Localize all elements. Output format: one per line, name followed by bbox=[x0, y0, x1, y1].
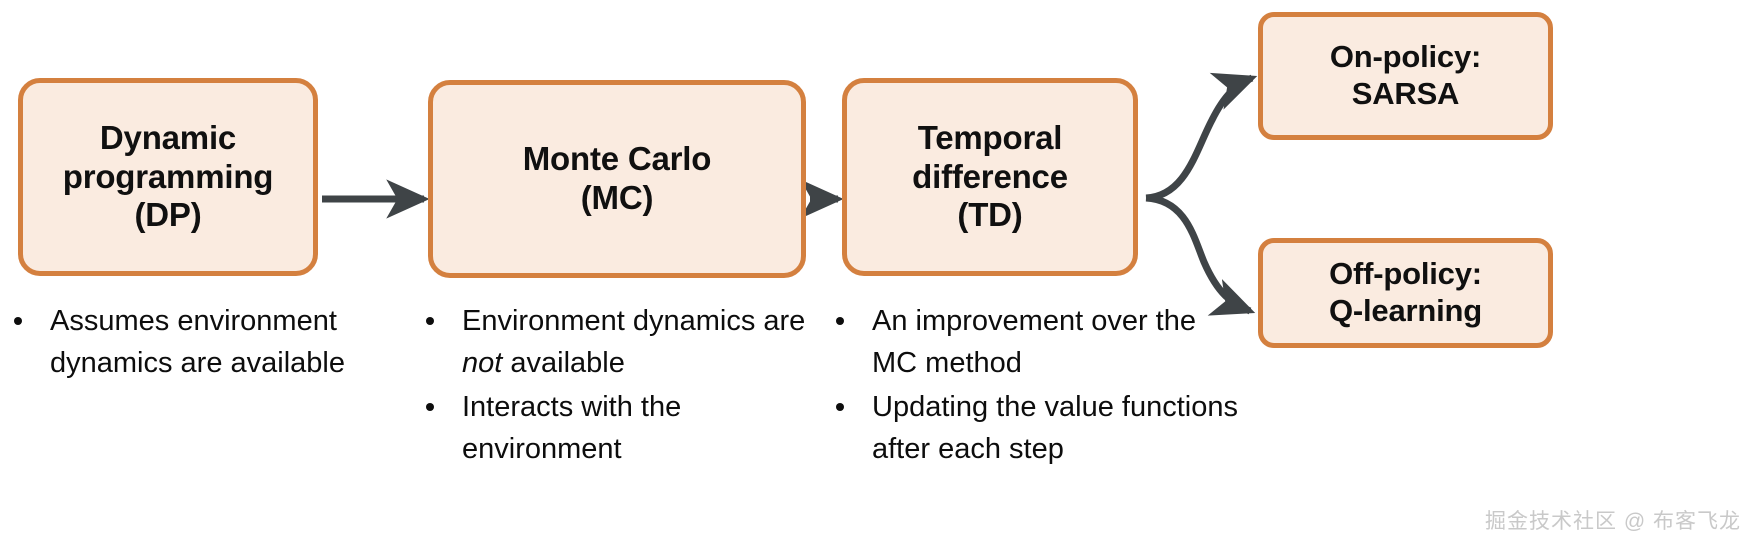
bullet-dot-icon bbox=[14, 316, 22, 325]
bullet-fragment: An improvement over the MC method bbox=[872, 305, 1196, 380]
bullet-item: Updating the value functions after each … bbox=[828, 386, 1248, 470]
bullet-dot-icon bbox=[426, 316, 434, 325]
bullet-list-dynamic-programming: Assumes environment dynamics are availab… bbox=[6, 300, 406, 386]
node-on-line1: On-policy: bbox=[1329, 39, 1482, 75]
bullet-dot-icon bbox=[836, 316, 844, 325]
bullet-dot-icon bbox=[836, 402, 844, 411]
node-on-label: On-policy:SARSA bbox=[1324, 39, 1487, 112]
bullet-fragment: Assumes environment dynamics are availab… bbox=[50, 305, 345, 380]
bullet-fragment: Environment dynamics are bbox=[462, 305, 806, 337]
bullet-item: Interacts with the environment bbox=[418, 386, 818, 470]
node-td-line2: difference bbox=[912, 157, 1068, 195]
node-td-line1: Temporal bbox=[917, 118, 1063, 156]
node-td-line3: (TD) bbox=[957, 196, 1023, 234]
node-dp-line1: Dynamic bbox=[99, 118, 237, 156]
node-on-policy-sarsa[interactable]: On-policy:SARSA bbox=[1258, 12, 1553, 140]
node-off-policy-q-learning[interactable]: Off-policy:Q-learning bbox=[1258, 238, 1553, 348]
bullet-text: Environment dynamics are not available bbox=[462, 305, 805, 379]
bullet-text: Interacts with the environment bbox=[462, 391, 681, 465]
bullet-emphasis: not bbox=[462, 347, 503, 380]
arrow-td-to-on bbox=[1145, 72, 1258, 202]
node-monte-carlo[interactable]: Monte Carlo(MC) bbox=[428, 80, 806, 278]
bullet-fragment: Interacts with the environment bbox=[462, 391, 682, 466]
node-off-line2: Q-learning bbox=[1328, 293, 1482, 328]
node-dp-line3: (DP) bbox=[134, 196, 202, 234]
bullet-item: Assumes environment dynamics are availab… bbox=[6, 300, 406, 384]
watermark: 掘金技术社区 @ 布客飞龙 bbox=[1485, 510, 1741, 533]
bullet-text: Assumes environment dynamics are availab… bbox=[50, 305, 345, 379]
node-mc-line2: (MC) bbox=[580, 179, 654, 216]
node-mc-line1: Monte Carlo bbox=[522, 140, 712, 178]
bullet-fragment: Updating the value functions after each … bbox=[872, 391, 1238, 466]
bullet-text: An improvement over the MC method bbox=[872, 305, 1196, 379]
node-mc-label: Monte Carlo(MC) bbox=[517, 140, 717, 218]
node-off-label: Off-policy:Q-learning bbox=[1323, 256, 1488, 329]
bullet-fragment: available bbox=[502, 347, 625, 380]
bullet-item: Environment dynamics are not available bbox=[418, 300, 818, 384]
node-on-line2: SARSA bbox=[1351, 76, 1460, 111]
bullet-text: Updating the value functions after each … bbox=[872, 391, 1238, 465]
node-dp-line2: programming bbox=[62, 157, 274, 195]
bullet-item: An improvement over the MC method bbox=[828, 300, 1248, 384]
bullet-dot-icon bbox=[426, 402, 434, 411]
arrow-td-to-off bbox=[1145, 194, 1256, 316]
node-off-line1: Off-policy: bbox=[1329, 256, 1482, 292]
